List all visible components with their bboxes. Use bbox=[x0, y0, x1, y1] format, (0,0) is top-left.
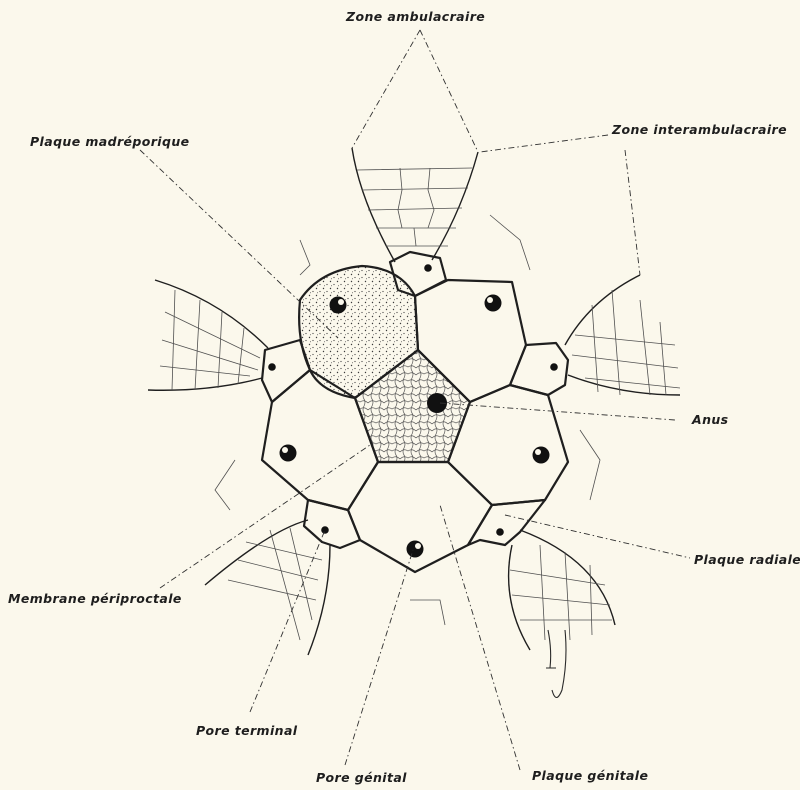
label-plaque-radiale: Plaque radiale bbox=[694, 552, 800, 567]
leader-pore-terminal bbox=[250, 530, 325, 712]
ocular-plate-left bbox=[262, 340, 310, 402]
label-pore-terminal: Pore terminal bbox=[196, 723, 298, 738]
label-anus: Anus bbox=[691, 412, 729, 427]
leader-zone-ambulacraire-left bbox=[352, 30, 420, 148]
label-pore-genital: Pore génital bbox=[316, 770, 407, 785]
leader-plaque-genitale bbox=[440, 505, 520, 770]
ocular-plate-right bbox=[510, 343, 568, 395]
ambulacral-zone-top bbox=[352, 148, 478, 262]
ocular-plate-lower-right bbox=[468, 500, 545, 545]
ambulacral-zone-right bbox=[565, 275, 680, 395]
artist-signature bbox=[546, 630, 566, 698]
leader-zone-interambulacraire bbox=[480, 135, 640, 275]
leader-zone-ambulacraire-right bbox=[420, 30, 478, 152]
ambulacral-zone-left bbox=[148, 280, 268, 390]
ocular-plate-lower-left bbox=[304, 500, 360, 548]
leader-pore-genital bbox=[345, 550, 413, 765]
label-zone-ambulacraire: Zone ambulacraire bbox=[345, 9, 485, 24]
ambulacral-zone-lower-right bbox=[509, 530, 615, 650]
leader-anus bbox=[440, 403, 675, 420]
ocular-plate-top bbox=[390, 252, 446, 296]
ambulacral-zone-lower-left bbox=[205, 520, 330, 655]
label-plaque-genitale: Plaque génitale bbox=[532, 768, 648, 783]
leader-plaque-madreporique bbox=[140, 150, 338, 338]
label-membrane-periproctale: Membrane périproctale bbox=[8, 591, 182, 606]
leader-plaque-radiale bbox=[505, 515, 690, 558]
label-zone-interambulacraire: Zone interambulacraire bbox=[611, 122, 787, 137]
apical-disc bbox=[262, 252, 568, 572]
label-plaque-madreporique: Plaque madréporique bbox=[30, 134, 190, 149]
genital-plate-bottom bbox=[348, 462, 492, 572]
